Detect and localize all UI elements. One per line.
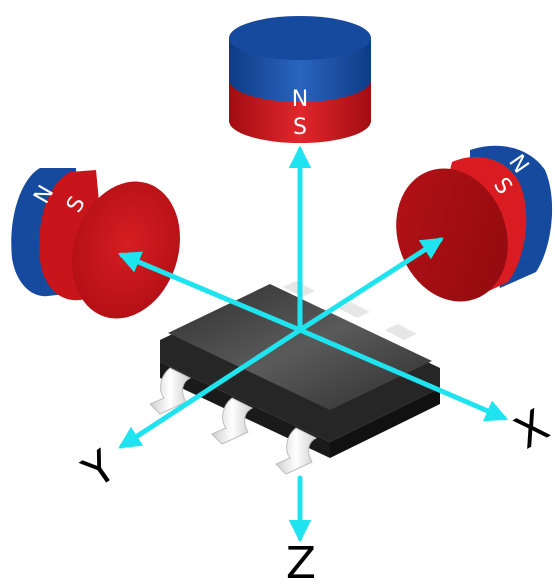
arrow-x-axis <box>297 327 509 422</box>
arrow-y-axis <box>118 327 303 449</box>
axis-label-x: X <box>506 400 555 459</box>
chip-lead-front-3 <box>275 427 318 475</box>
sensor-chip <box>149 281 440 475</box>
magnet-left: N S <box>11 168 180 319</box>
chip-body-top <box>168 284 432 410</box>
chip-body-right-edge <box>330 388 440 458</box>
chip-lead-front-1 <box>149 367 192 415</box>
arrow-to-left-magnet <box>117 251 303 333</box>
axis-arrows <box>117 145 509 543</box>
magnet-right: N S <box>396 145 553 302</box>
magnet-left-face <box>72 181 180 319</box>
magnet-top: N S <box>229 16 371 143</box>
axis-label-y: Y <box>73 441 125 499</box>
magnet-top-south-label: S <box>293 115 307 140</box>
arrow-to-right-magnet <box>297 237 444 333</box>
magnet-right-face <box>396 168 508 302</box>
chip-lead-front-2 <box>211 397 254 445</box>
magnet-top-north-label: N <box>292 87 308 112</box>
axis-label-z: Z <box>286 538 316 584</box>
chip-lead-back-3 <box>385 324 417 340</box>
chip-lead-back-2 <box>338 302 370 318</box>
magnet-top-face <box>229 16 371 60</box>
